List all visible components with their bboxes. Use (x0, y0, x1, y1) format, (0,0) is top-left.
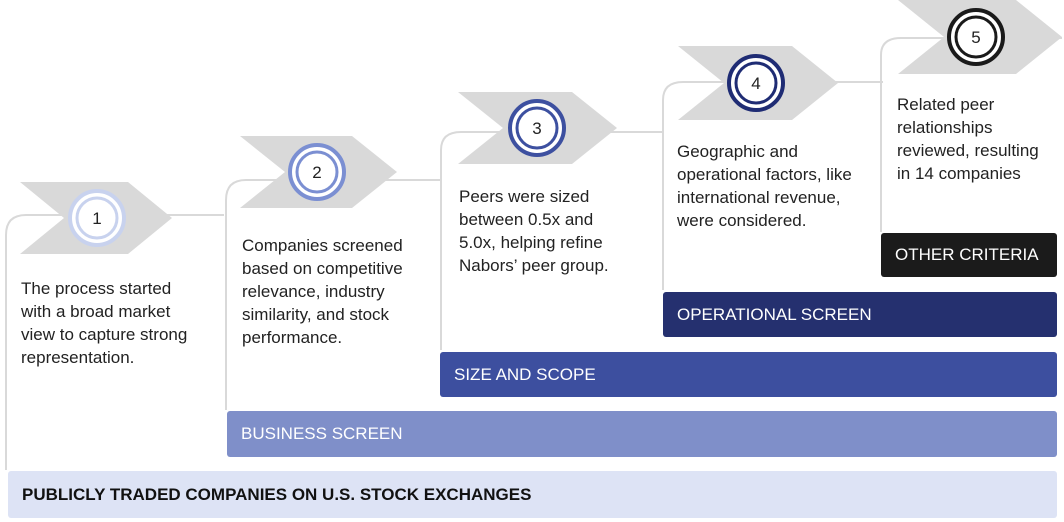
step-2-description: Companies screened based on competitive … (242, 236, 403, 347)
other-criteria-bar: OTHER CRITERIA (881, 233, 1057, 277)
step-number-2: 2 (312, 163, 321, 182)
step-5-description: Related peer relationships reviewed, res… (897, 95, 1039, 183)
step-number-5: 5 (971, 28, 980, 47)
operational-screen-bar: OPERATIONAL SCREEN (663, 292, 1057, 337)
publicly-traded-bar: PUBLICLY TRADED COMPANIES ON U.S. STOCK … (8, 471, 1057, 518)
bracket-step-5 (880, 37, 1062, 232)
bracket-step-2 (225, 179, 442, 410)
step-4-description: Geographic and operational factors, like… (677, 142, 852, 230)
step-number-3: 3 (532, 119, 541, 138)
connector-lines (5, 37, 1062, 470)
business-screen-bar: BUSINESS SCREEN (227, 411, 1057, 457)
bracket-step-3 (440, 131, 664, 350)
size-and-scope-bar: SIZE AND SCOPE (440, 352, 1057, 397)
bracket-step-4 (662, 81, 883, 290)
bracket-step-1 (5, 214, 224, 470)
step-1-description: The process started with a broad market … (21, 279, 188, 367)
step-badge-2: 2 (288, 143, 346, 201)
step-number-4: 4 (751, 74, 760, 93)
step-badge-1: 1 (68, 189, 126, 247)
step-badge-4: 4 (727, 54, 785, 112)
step-badge-3: 3 (508, 99, 566, 157)
step-number-1: 1 (92, 209, 101, 228)
step-badge-5: 5 (947, 8, 1005, 66)
step-3-description: Peers were sized between 0.5x and 5.0x, … (459, 187, 609, 275)
